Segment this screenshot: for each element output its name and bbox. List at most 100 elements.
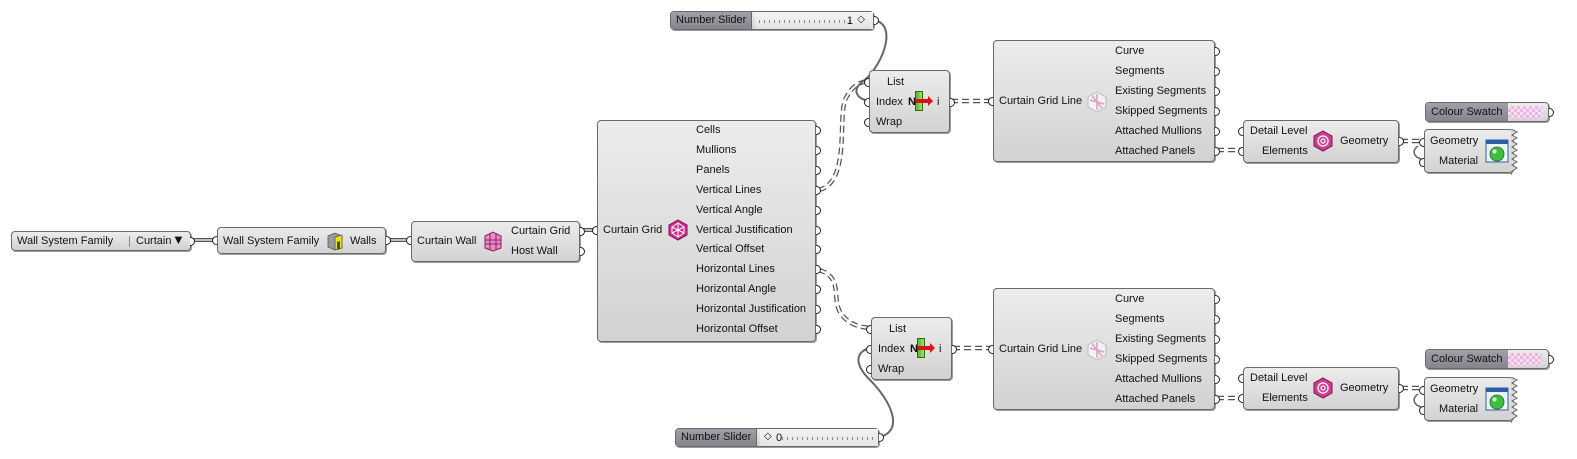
slider-top-track[interactable]: 1 ◇	[755, 12, 873, 29]
list-item-bottom[interactable]: List Index Wrap N i	[866, 317, 957, 380]
list-item-icon: N	[910, 338, 935, 358]
grid-line-top-input-port[interactable]	[988, 97, 993, 106]
geom-top-elements-label: Elements	[1262, 145, 1308, 157]
swatch-top-output-port[interactable]	[1549, 108, 1554, 117]
grid-line-top-output-label: Segments	[1115, 64, 1165, 77]
wall-family-input-port[interactable]	[212, 236, 217, 245]
swatch-bottom-color[interactable]	[1508, 353, 1542, 366]
curtain-grid-output-port[interactable]	[816, 225, 821, 235]
grid-line-top-output-label: Skipped Segments	[1115, 104, 1208, 117]
list-top-output-port[interactable]	[950, 98, 955, 107]
grid-line-top-output-port[interactable]	[1215, 106, 1220, 116]
slider-bottom-grip-icon[interactable]: ◇	[764, 431, 772, 442]
grid-line-top-output-port[interactable]	[1215, 146, 1220, 156]
geom-top-output-port[interactable]	[1399, 137, 1404, 146]
list-bottom-wrap-port[interactable]	[866, 365, 871, 374]
grid-line-top-input-label: Curtain Grid Line	[999, 95, 1083, 107]
slider-top-label: Number Slider	[671, 12, 753, 29]
grid-line-bottom-output-port[interactable]	[1215, 354, 1220, 364]
host-wall-output-port[interactable]	[580, 247, 585, 256]
preview-top-geometry-port[interactable]	[1419, 138, 1424, 147]
colour-swatch-bottom[interactable]: Colour Swatch	[1425, 349, 1554, 369]
custom-preview-bottom[interactable]: Geometry Material	[1419, 377, 1519, 423]
list-top-list-label: List	[887, 76, 905, 88]
geom-bottom-output-port[interactable]	[1399, 384, 1404, 393]
list-top-index-port[interactable]	[864, 98, 869, 107]
number-slider-top[interactable]: Number Slider 1 ◇	[670, 11, 879, 30]
grid-line-top-output-port[interactable]	[1215, 66, 1220, 76]
curtain-grid-input-label: Curtain Grid	[603, 224, 663, 236]
curtain-grid-output-port[interactable]	[816, 205, 821, 215]
geom-bottom-elements-port[interactable]	[1238, 394, 1243, 403]
slider-bottom-output-port[interactable]	[879, 433, 884, 442]
custom-preview-top[interactable]: Geometry Material	[1419, 129, 1519, 175]
slider-top-output-port[interactable]	[874, 16, 879, 25]
element-geometry-icon	[1313, 377, 1333, 399]
curtain-grid-output-label: Horizontal Lines	[696, 263, 775, 276]
grid-line-top-output-port[interactable]	[1215, 86, 1220, 96]
curtain-grid-icon	[668, 219, 688, 241]
grid-line-top-output-port[interactable]	[1215, 126, 1220, 136]
curtain-wall-input-port[interactable]	[406, 236, 411, 245]
list-bottom-index-port[interactable]	[866, 345, 871, 354]
curtain-wall-node[interactable]: Curtain Wall Curtain Grid Host Wall	[406, 221, 585, 262]
host-wall-output-label: Host Wall	[511, 245, 558, 257]
grid-line-bottom-output-port[interactable]	[1215, 394, 1220, 404]
custom-preview-icon	[1485, 139, 1509, 163]
list-top-list-port[interactable]	[864, 78, 869, 87]
list-bottom-wrap-label: Wrap	[878, 363, 905, 375]
curtain-wall-icon	[484, 231, 502, 252]
grid-line-bottom-output-port[interactable]	[1215, 295, 1220, 304]
curtain-grid-input-port[interactable]	[592, 226, 597, 235]
grid-line-icon	[1087, 91, 1107, 113]
colour-swatch-top[interactable]: Colour Swatch	[1425, 102, 1554, 122]
grid-line-bottom-output-port[interactable]	[1215, 334, 1220, 344]
geom-top-detail-port[interactable]	[1238, 127, 1243, 136]
curtain-grid-output-port[interactable]	[816, 185, 821, 195]
grid-line-bottom-output-port[interactable]	[1215, 374, 1220, 384]
swatch-top-color[interactable]	[1508, 106, 1542, 119]
wire-slider-top	[855, 19, 888, 102]
list-bottom-list-port[interactable]	[866, 325, 871, 334]
wire-slider-bottom	[857, 347, 895, 438]
wall-family-picker[interactable]: Wall System Family Curtain ▼	[11, 231, 195, 251]
slider-top-value: 1	[846, 15, 853, 27]
curtain-grid-output-port[interactable]	[816, 126, 821, 135]
picker-output-port[interactable]	[190, 237, 195, 246]
grid-line-top-output-port[interactable]	[1215, 47, 1220, 56]
grid-line-bottom-output-port[interactable]	[1215, 314, 1220, 324]
element-geometry-top[interactable]: Detail Level Elements Geometry	[1238, 120, 1404, 163]
slider-top-ticks	[759, 20, 853, 23]
slider-bottom-track[interactable]: ◇ 0	[760, 429, 878, 446]
list-top-wrap-port[interactable]	[864, 118, 869, 127]
curtain-grid-output-port[interactable]	[580, 227, 585, 236]
slider-top-grip-icon[interactable]: ◇	[857, 14, 865, 25]
preview-bottom-geometry-label: Geometry	[1430, 383, 1479, 395]
chevron-down-icon[interactable]: ▼	[172, 232, 185, 247]
preview-bottom-material-port[interactable]	[1419, 406, 1424, 415]
preview-top-material-port[interactable]	[1419, 158, 1424, 167]
geom-bottom-detail-port[interactable]	[1238, 374, 1243, 383]
wall-system-family-node[interactable]: Wall System Family Walls	[212, 227, 391, 254]
picker-value[interactable]: Curtain	[136, 235, 172, 247]
grid-line-bottom-output-label: Existing Segments	[1115, 332, 1207, 345]
swatch-bottom-output-port[interactable]	[1549, 355, 1554, 364]
list-bottom-output-port[interactable]	[952, 345, 957, 354]
grid-line-bottom-output-label: Skipped Segments	[1115, 352, 1208, 365]
walls-output-port[interactable]	[386, 236, 391, 245]
curtain-grid-output-label: Vertical Angle	[696, 203, 763, 216]
element-geometry-bottom[interactable]: Detail Level Elements Geometry	[1238, 367, 1404, 410]
curtain-grid-output-port[interactable]	[816, 165, 821, 175]
list-item-top[interactable]: List Index Wrap N i	[864, 70, 955, 133]
grid-line-icon	[1087, 339, 1107, 361]
curtain-grid-output-port[interactable]	[816, 325, 821, 334]
curtain-grid-output-label: Vertical Offset	[696, 243, 765, 256]
number-slider-bottom[interactable]: Number Slider ◇ 0	[675, 428, 884, 447]
preview-bottom-geometry-port[interactable]	[1419, 386, 1424, 395]
curtain-grid-output-port[interactable]	[816, 145, 821, 155]
geom-top-elements-port[interactable]	[1238, 147, 1243, 156]
grid-line-bottom-input-port[interactable]	[988, 345, 993, 354]
